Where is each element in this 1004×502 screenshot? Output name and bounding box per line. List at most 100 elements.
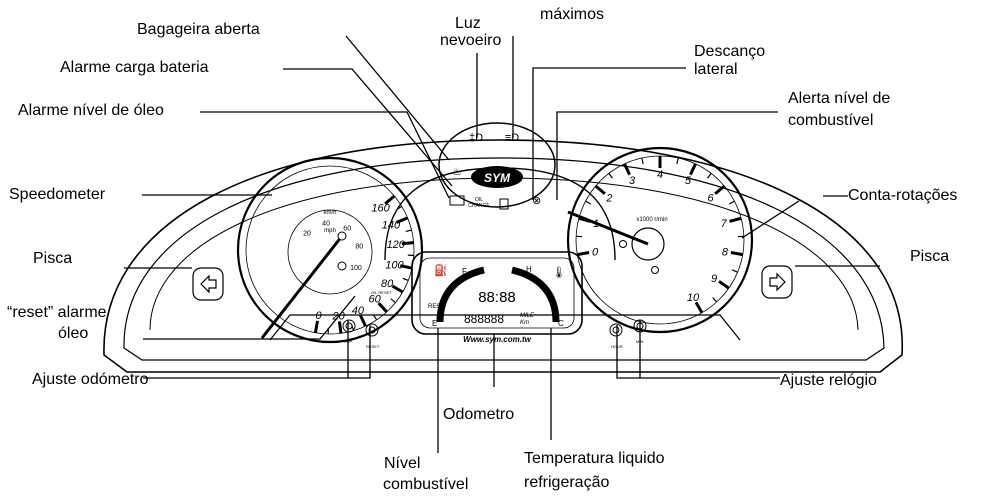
tachometer-tick-label: 0 [592,246,599,258]
speedometer-tick [315,321,317,333]
tachometer-tick [642,158,643,164]
speedometer-tick [391,299,396,303]
lcd-fuel-icon: ⛽ [434,264,448,277]
tachometer-tick [731,253,743,255]
high-beam-icon: ≡D [505,132,519,144]
tachometer-gauge: 012345678910 x1000 r/min [568,148,752,332]
mph-tick-label: 20 [303,231,311,238]
speedometer-tick [373,315,376,320]
mph-tick-label: 60 [343,225,351,232]
lcd-km: Km [520,320,529,326]
tachometer-tick [730,218,742,221]
sym-logo: SYM [484,171,511,185]
label-fuel-alert-2: combustível [788,112,873,130]
tachometer-tick-label: 10 [687,292,700,304]
speed-unit-mph: mph [324,228,336,234]
temp-hot-mark: H [526,265,532,274]
mph-tick-label: 80 [355,244,363,251]
lcd-odometer: 888888 [464,312,504,326]
tachometer-tick-label: 9 [711,273,717,285]
trip-button[interactable] [343,320,355,332]
label-coolant-temp-1: Temperatura liquido [524,450,665,468]
tach-unit: x1000 r/min [636,217,667,223]
tachometer-tick-label: 7 [721,218,728,230]
label-fuel-alert-1: Alerta nível de [788,90,890,108]
oil-reset-label: OIL RESET [371,290,392,295]
right-turn-signal-icon [762,266,792,298]
oil-change-label-2: CHANGE [468,203,490,209]
url-text: Www.sym.com.tw [463,335,531,344]
label-turn-right: Pisca [910,248,949,266]
speedometer-tick [360,315,365,326]
speedometer-tick-label: 60 [368,294,381,306]
speedometer-tick-label: 0 [315,310,322,322]
speedometer-tick [403,278,409,280]
tachometer-tick [729,201,734,204]
label-fog-light-2: nevoeiro [440,32,501,50]
label-high-beam: máximos [540,6,604,24]
label-coolant-temp-2: refrigeração [524,474,609,492]
label-fuel-level-2: combustível [383,476,468,494]
speedometer-tick [392,286,402,292]
fog-light-icon: ‡D [469,132,483,144]
speedometer-tick-label: 80 [381,278,394,290]
speedometer-tick-label: 40 [352,305,365,317]
fuel-reserve-mark: RES [428,304,440,310]
label-odometer-adjust: Ajuste odómetro [32,371,149,389]
tachometer-tick-label: 3 [629,175,636,187]
label-odometer: Odometro [443,406,514,424]
speedometer-tick-label: 140 [382,220,401,232]
label-tachometer: Conta-rotações [848,187,957,205]
temp-cold-mark: C [558,319,564,328]
tachometer-tick [690,164,695,175]
speedometer-tick-label: 120 [387,239,406,251]
tachometer-tick-label: 5 [685,175,692,187]
fuel-empty-mark: E [432,319,437,328]
speedometer-tick-label: 100 [385,259,404,271]
label-oil-reset-2: óleo [58,325,88,343]
tachometer-tick-label: 6 [707,193,714,205]
label-battery-alarm: Alarme carga bateria [60,59,209,77]
label-clock-adjust: Ajuste relógio [780,372,877,390]
fuel-full-mark: F [462,267,467,276]
label-turn-left: Pisca [33,250,72,268]
label-oil-alarm: Alarme nível de óleo [18,102,164,120]
label-oil-reset-1: “reset” alarme [7,304,107,322]
speedometer-tick [339,321,341,333]
reset-button-label: RESET [366,344,380,349]
mph-tick-label: 40 [322,220,330,227]
tachometer-tick [609,173,613,178]
tachometer-tick [577,253,589,255]
mph-tick-label: 100 [350,265,362,272]
speedometer-tick-label: 160 [371,203,390,215]
tachometer-tick-label: 2 [605,193,612,205]
lcd-mile: MILE [520,313,535,319]
lcd-clock: 88:88 [478,289,516,306]
oil-can-icon: ♨ [452,166,462,178]
label-side-stand-2: lateral [694,61,738,79]
label-fog-light-1: Luz [455,15,481,33]
tachometer-tick [677,158,678,164]
hour-button[interactable] [610,324,622,336]
speed-unit-kmh: km/h [323,210,336,216]
tachometer-tick [719,281,729,288]
tachometer-tick [732,270,738,272]
tachometer-tick [596,186,605,194]
label-trunk-open: Bagageira aberta [137,21,260,39]
label-fuel-level-1: Nível [384,455,420,473]
speed-needle [262,236,342,338]
tachometer-tick-label: 8 [722,246,729,258]
tachometer-tick [707,173,711,178]
left-turn-signal-icon [193,268,223,300]
indicator-panel: SYM ‡D ≡D ♨ OIL CHANGE ⊗ [439,123,555,209]
tachometer-tick [625,164,630,175]
tachometer-tick [713,298,717,302]
tachometer-tick-label: 4 [657,169,663,181]
battery-icon [450,196,464,205]
label-speedometer: Speedometer [9,186,105,204]
tachometer-tick [585,201,590,204]
label-side-stand-1: Descanço [694,43,765,61]
speedometer-tick [406,230,412,231]
lcd-temp-icon: 🌡 [552,266,566,279]
